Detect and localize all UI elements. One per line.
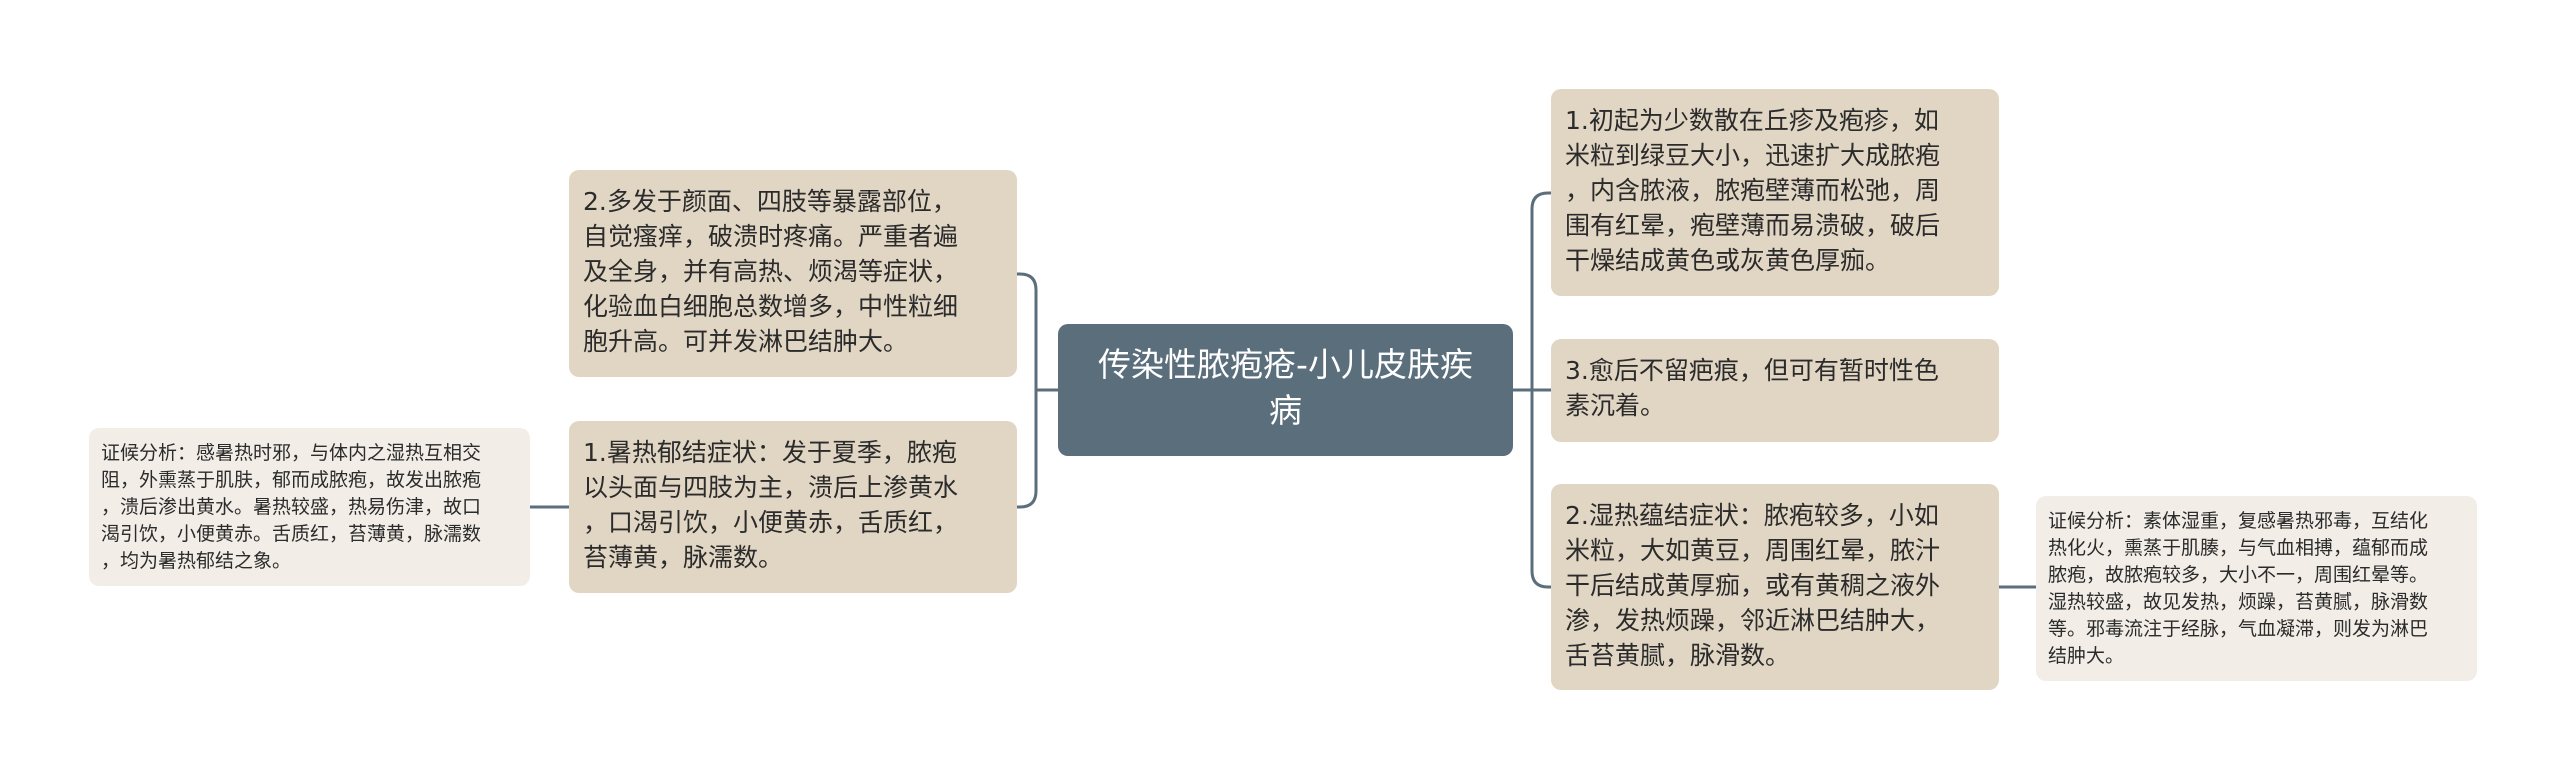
connector-root-to-right-damp-heat	[1530, 390, 1551, 589]
topic-damp-heat-symptoms[interactable]: 2.湿热蕴结症状：脓疱较多，小如 米粒，大如黄豆，周围红晕，脓汁 干后结成黄厚痂…	[1551, 484, 1999, 690]
root-topic[interactable]: 传染性脓疱疮-小儿皮肤疾 病	[1058, 324, 1513, 456]
connector-root-to-right-onset	[1513, 191, 1551, 392]
subtopic-summer-heat-analysis[interactable]: 证候分析：感暑热时邪，与体内之湿热互相交 阻，外熏蒸于肌肤，郁而成脓疱，故发出脓…	[89, 428, 530, 586]
connector-root-to-left-summer-heat	[1017, 390, 1038, 509]
topic-initial-presentation[interactable]: 1.初起为少数散在丘疹及疱疹，如 米粒到绿豆大小，迅速扩大成脓疱 ，内含脓液，脓…	[1551, 89, 1999, 296]
topic-summer-heat-symptoms[interactable]: 1.暑热郁结症状：发于夏季，脓疱 以头面与四肢为主，溃后上渗黄水 ，口渴引饮，小…	[569, 421, 1017, 593]
topic-healing-outcome[interactable]: 3.愈后不留疤痕，但可有暂时性色 素沉着。	[1551, 339, 1999, 442]
subtopic-damp-heat-analysis[interactable]: 证候分析：素体湿重，复感暑热邪毒，互结化 热化火，熏蒸于肌腠，与气血相搏，蕴郁而…	[2036, 496, 2477, 681]
topic-lesion-distribution[interactable]: 2.多发于颜面、四肢等暴露部位， 自觉瘙痒，破溃时疼痛。严重者遍 及全身，并有高…	[569, 170, 1017, 377]
connector-root-to-left-symptoms	[1017, 272, 1058, 392]
